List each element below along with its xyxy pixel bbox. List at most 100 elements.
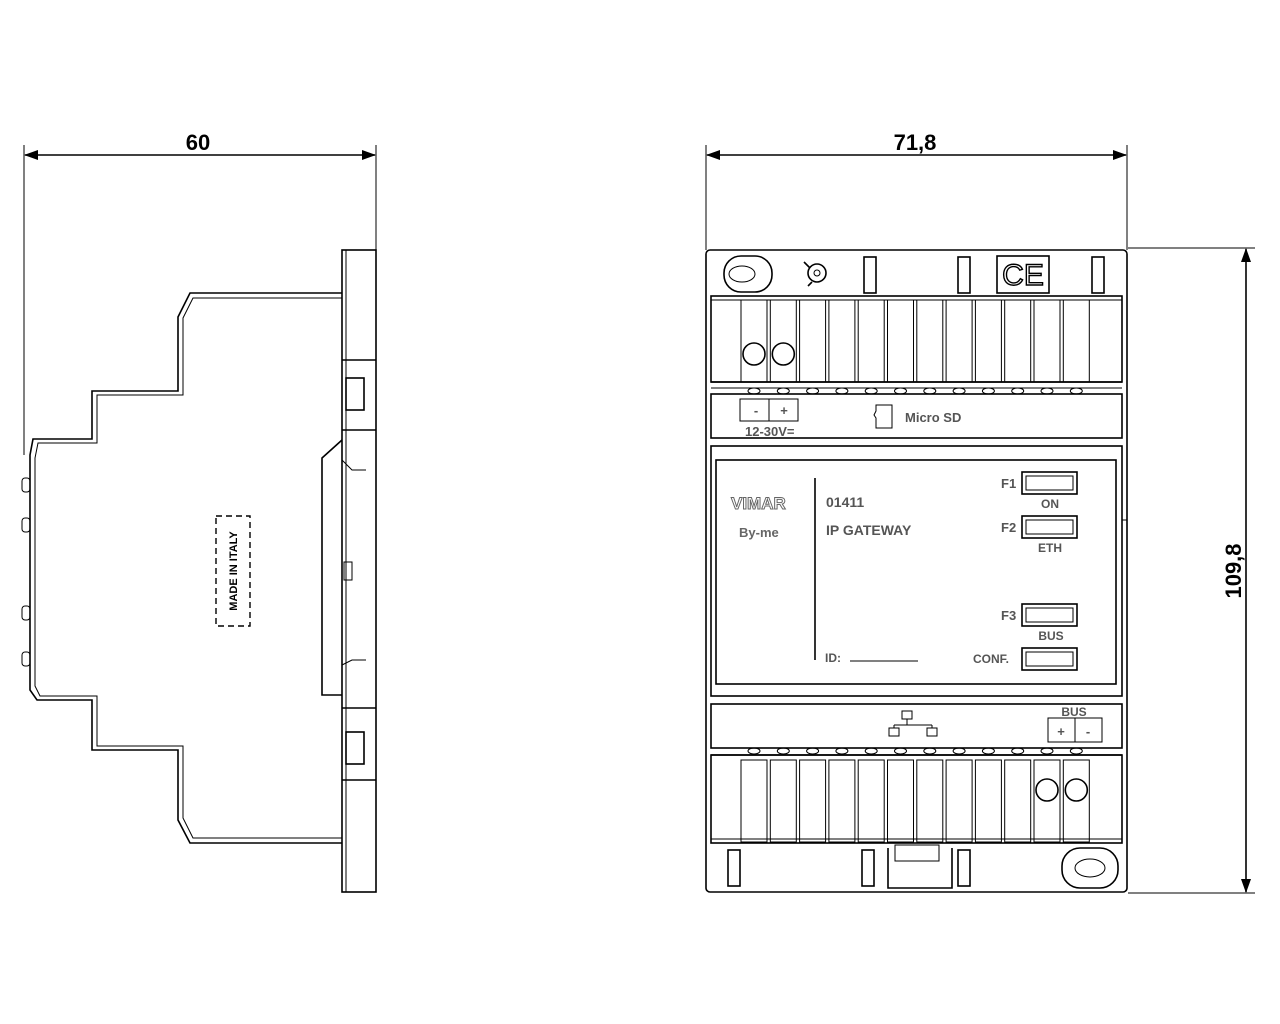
terminal-screw-head [835,747,849,755]
terminal-screw-head [952,747,966,755]
front-panel: VIMAR By-me 01411 IP GATEWAY ID: F1 ON F… [710,445,1127,697]
terminal-slot [1033,759,1061,843]
f2-led [1021,515,1078,539]
terminal-screw-head [952,387,966,395]
made-in-italy-text: MADE IN ITALY [228,531,240,611]
terminal-screw-head [806,747,820,755]
terminal-screw-head [894,387,907,395]
terminal-screw-head [1040,387,1054,395]
terminal-screw-head [894,747,907,755]
f3-led-label: BUS [1038,629,1063,643]
terminal-slot [857,299,885,383]
top-fixing-slot [723,255,773,293]
f1-led [1021,471,1078,495]
terminal-slot [887,759,914,843]
upper-label-strip: - + 12-30V= Micro SD [710,393,1123,439]
terminal-screw-head [1011,747,1025,755]
f3-label: F3 [1001,608,1016,623]
terminal-slot [769,759,797,843]
side-rail-block [341,249,377,893]
terminal-slot [945,299,973,383]
bus-minus: - [1086,724,1090,739]
top-strip: CE [723,255,1105,294]
conf-label: CONF. [973,652,1009,666]
terminal-slot [740,759,768,843]
side-width-dimension: 60 [23,130,377,455]
f2-led-label: ETH [1038,541,1062,555]
side-view: 60 MADE IN ITALY [21,130,377,893]
terminal-screw-head [864,387,878,395]
disposal-icon [803,261,827,287]
ethernet-network-icon [888,710,938,737]
terminal-slot [945,759,973,843]
front-height-value: 109,8 [1221,543,1246,598]
side-bumps [21,477,31,667]
front-housing [705,249,1128,893]
front-width-value: 71,8 [894,130,937,155]
terminal-screw-head [1040,747,1054,755]
lower-terminals [740,747,1090,843]
terminal-slot [1004,299,1032,383]
terminal-screw-head [981,387,995,395]
lower-label-strip: BUS + - [710,703,1123,749]
bus-plus: + [1057,724,1065,739]
svg-text:CE: CE [1002,259,1044,292]
terminal-slot [740,299,768,383]
terminal-screw [771,342,796,366]
terminal-screw-head [981,747,995,755]
terminal-slot [828,299,856,383]
terminal-screw-head [806,387,820,395]
made-in-italy-box [215,515,251,627]
terminal-slot [828,759,856,843]
side-width-value: 60 [186,130,210,155]
f3-led [1021,603,1078,627]
side-upper-latch [345,377,365,411]
terminal-screw-head [1069,747,1083,755]
terminal-slot [916,759,944,843]
terminal-slot [1062,299,1090,383]
terminal-screw-head [776,747,790,755]
bus-label: BUS [1061,705,1086,719]
power-voltage-label: 12-30V= [745,424,795,439]
id-label: ID: [825,651,841,665]
power-plus: + [780,403,788,418]
side-body-outline [29,292,342,844]
brand-line: By-me [739,525,779,540]
terminal-screw-head [747,747,761,755]
terminal-slot [799,299,827,383]
terminal-slot [799,759,827,843]
f1-label: F1 [1001,476,1016,491]
terminal-screw-head [747,387,761,395]
terminal-screw-head [835,387,849,395]
terminal-screw [1035,778,1059,802]
f1-led-label: ON [1041,497,1059,511]
terminal-slot [974,299,1002,383]
front-height-dimension: 109,8 [1128,247,1255,894]
front-width-dimension: 71,8 [705,130,1128,250]
terminal-slot [769,299,797,383]
terminal-screw-head [1069,387,1083,395]
terminal-screw-head [923,747,937,755]
terminal-slot [974,759,1002,843]
terminal-screw-head [864,747,878,755]
product-code: 01411 [826,494,864,510]
terminal-screw [1064,778,1089,802]
power-minus: - [754,403,758,418]
bottom-strip [727,844,1119,889]
brand-logo: VIMAR [731,494,786,513]
micro-sd-icon [873,404,893,429]
bottom-fixing-slot [1061,847,1119,889]
conf-button [1021,647,1078,671]
terminal-screw-head [1011,387,1025,395]
lower-terminal-block [710,747,1123,844]
terminal-slot [857,759,885,843]
terminal-slot [916,299,944,383]
terminal-slot [1004,759,1032,843]
front-view: 71,8 109,8 CE [705,130,1255,894]
terminal-screw [742,342,766,366]
terminal-screw-head [776,387,790,395]
terminal-slot [1033,299,1061,383]
f2-label: F2 [1001,520,1016,535]
terminal-slot [887,299,914,383]
